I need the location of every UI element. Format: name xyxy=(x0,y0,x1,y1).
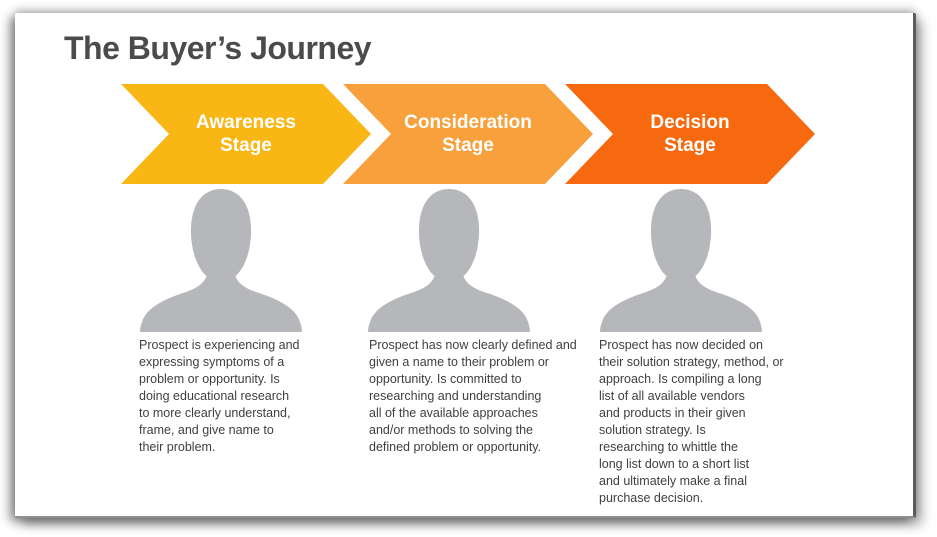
decision-person-silhouette xyxy=(598,187,764,332)
buyers-journey-slide: The Buyer’s Journey Awareness Stage Cons… xyxy=(15,13,916,518)
decision-stage-arrow: Decision Stage xyxy=(565,84,815,184)
awareness-stage-label: Awareness Stage xyxy=(196,112,296,156)
consideration-stage-arrow: Consideration Stage xyxy=(343,84,593,184)
consideration-person-silhouette xyxy=(366,187,532,332)
consideration-stage-description: Prospect has now clearly defined and giv… xyxy=(369,338,577,454)
awareness-stage-description: Prospect is experiencing and expressing … xyxy=(139,338,300,454)
page-title: The Buyer’s Journey xyxy=(64,30,372,66)
person-silhouette-icon xyxy=(138,187,304,332)
decision-stage-label: Decision Stage xyxy=(650,112,730,156)
awareness-stage-arrow: Awareness Stage xyxy=(121,84,371,184)
awareness-person-silhouette xyxy=(138,187,304,332)
person-silhouette-icon xyxy=(366,187,532,332)
consideration-stage-label: Consideration Stage xyxy=(404,112,532,156)
decision-stage-description: Prospect has now decided on their soluti… xyxy=(599,338,784,505)
person-silhouette-icon xyxy=(598,187,764,332)
